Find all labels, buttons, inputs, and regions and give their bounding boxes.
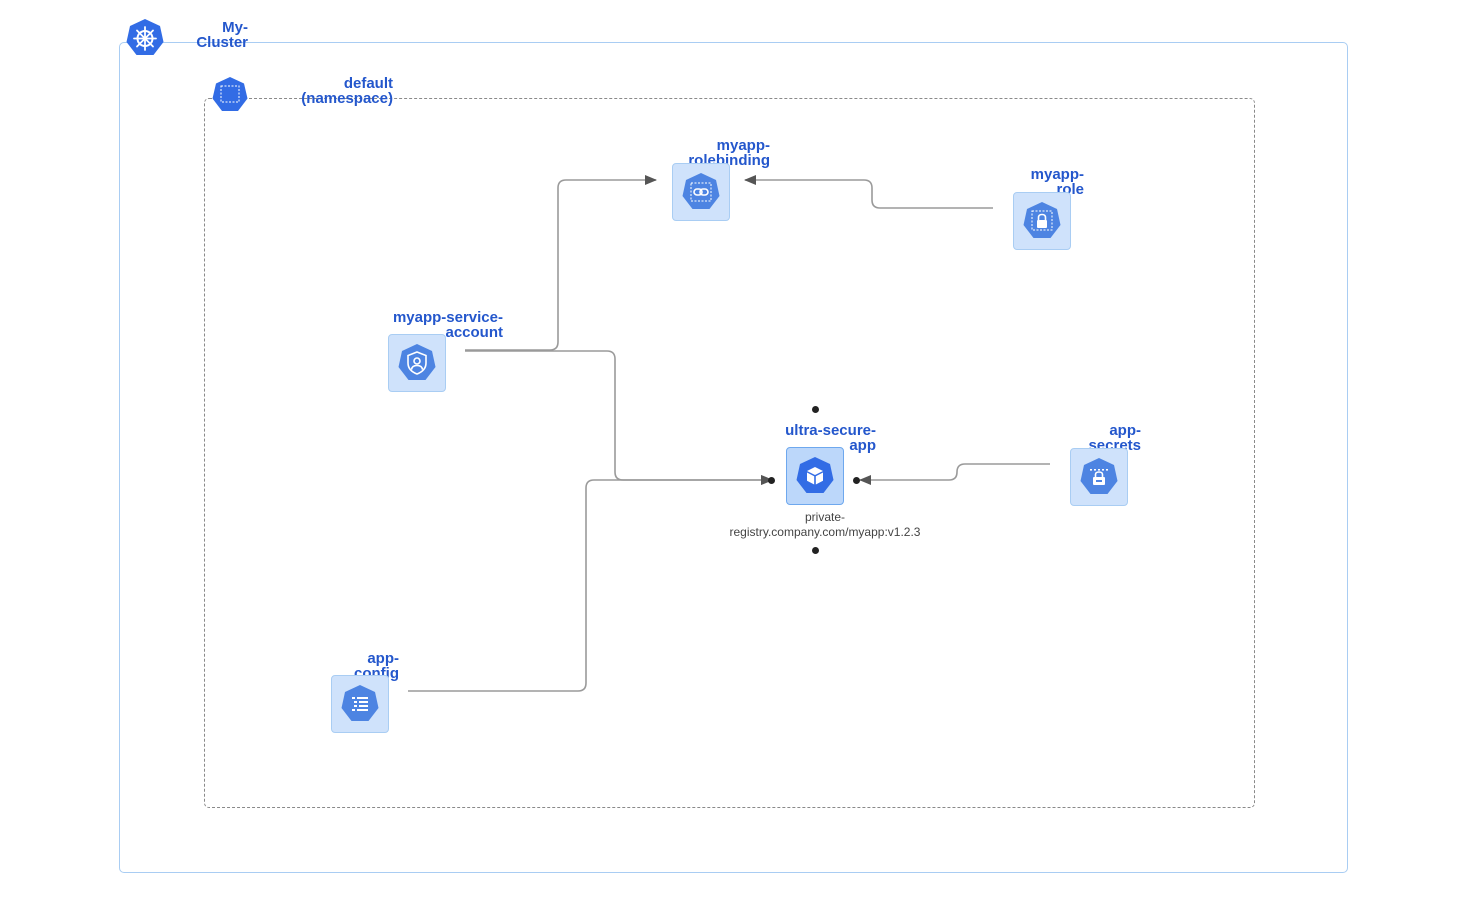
edge-serviceaccount-deployment	[465, 350, 773, 485]
deployment-cube-icon	[796, 457, 834, 493]
cluster-label: My- Cluster	[196, 19, 248, 51]
kubernetes-wheel-icon	[125, 18, 165, 58]
edge-serviceaccount-rolebinding	[465, 175, 657, 351]
service-account-user-icon	[398, 344, 436, 380]
rolebinding-node[interactable]	[672, 163, 730, 221]
edge-role-rolebinding	[744, 175, 993, 209]
deployment-right-handle[interactable]	[853, 477, 860, 484]
cluster-boundary	[119, 42, 1348, 873]
role-lock-icon	[1023, 202, 1061, 238]
namespace-label: default (namespace)	[301, 75, 393, 107]
deployment-node[interactable]	[786, 447, 844, 505]
namespace-icon	[211, 76, 249, 114]
service-account-label: myapp-service- account	[392, 309, 503, 341]
deployment-left-handle[interactable]	[768, 477, 775, 484]
rolebinding-link-icon	[682, 173, 720, 209]
role-node[interactable]	[1013, 192, 1071, 250]
deployment-bottom-handle[interactable]	[812, 547, 819, 554]
namespace-boundary	[204, 98, 1255, 808]
configmap-list-icon	[341, 685, 379, 721]
deployment-top-handle[interactable]	[812, 406, 819, 413]
secrets-node[interactable]	[1070, 448, 1128, 506]
deployment-image: private- registry.company.com/myapp:v1.2…	[729, 510, 921, 539]
service-account-node[interactable]	[388, 334, 446, 392]
config-node[interactable]	[331, 675, 389, 733]
edge-secrets-deployment	[859, 463, 1050, 485]
secret-lock-icon	[1080, 458, 1118, 494]
edge-config-deployment	[408, 475, 773, 692]
deployment-label: ultra-secure- app	[785, 422, 876, 454]
